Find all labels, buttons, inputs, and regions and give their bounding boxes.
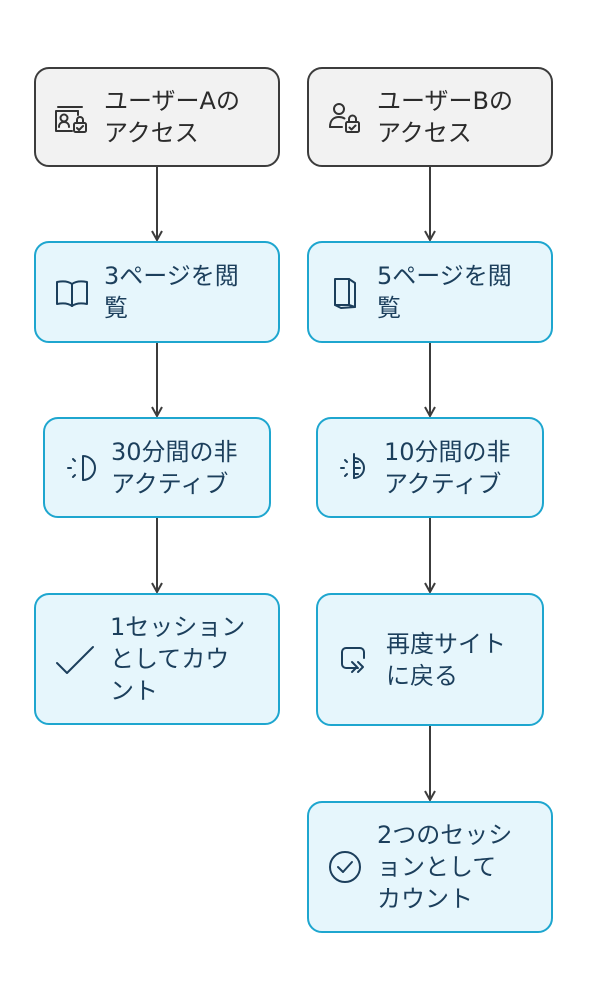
user-a-pages-label: 3ページを閲 覧: [104, 262, 239, 322]
user-a-inactive-label: 30分間の非 アクティブ: [111, 437, 238, 498]
user-a-count-node: 1セッション としてカウ ント: [34, 593, 280, 725]
user-b-inactive-label: 10分間の非 アクティブ: [384, 437, 511, 498]
user-b-access-label: ユーザーBの アクセス: [377, 87, 513, 147]
user-a-count-label: 1セッション としてカウ ント: [110, 613, 246, 705]
half-moon-icon: [61, 448, 101, 488]
user-b-pages-label: 5ページを閲 覧: [377, 262, 512, 322]
checkmark-icon: [52, 636, 98, 682]
return-arrow-icon: [334, 640, 374, 680]
closed-book-icon: [325, 272, 365, 312]
user-b-inactive-node: 10分間の非 アクティブ: [316, 417, 544, 518]
user-b-return-node: 再度サイト に戻る: [316, 593, 544, 726]
open-book-icon: [52, 272, 92, 312]
check-circle-icon: [325, 847, 365, 887]
user-a-inactive-node: 30分間の非 アクティブ: [43, 417, 271, 518]
user-a-access-node: ユーザーAの アクセス: [34, 67, 280, 167]
user-id-lock-icon: [52, 97, 92, 137]
user-b-return-label: 再度サイト に戻る: [386, 629, 506, 690]
user-a-pages-node: 3ページを閲 覧: [34, 241, 280, 343]
user-lock-icon: [325, 97, 365, 137]
user-b-pages-node: 5ページを閲 覧: [307, 241, 553, 343]
user-b-count-label: 2つのセッシ ョンとして カウント: [377, 821, 513, 913]
user-a-access-label: ユーザーAの アクセス: [104, 87, 240, 147]
user-b-count-node: 2つのセッシ ョンとして カウント: [307, 801, 553, 933]
user-b-access-node: ユーザーBの アクセス: [307, 67, 553, 167]
half-sun-icon: [334, 448, 374, 488]
